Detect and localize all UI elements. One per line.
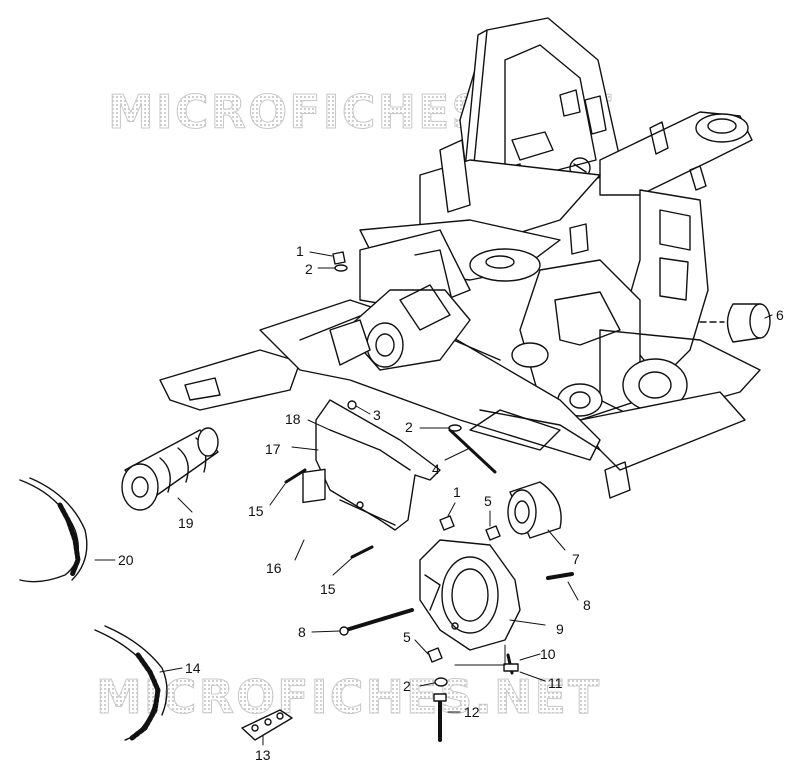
callout-12: 12 (464, 704, 480, 720)
callout-5: 5 (484, 493, 492, 509)
callout-2: 2 (405, 419, 413, 435)
callout-2: 2 (403, 678, 411, 694)
callout-20: 20 (118, 552, 134, 568)
callout-7: 7 (572, 551, 580, 567)
callout-19: 19 (178, 515, 194, 531)
callout-18: 18 (285, 411, 301, 427)
drive-housing-on-frame (329, 284, 471, 371)
callout-10: 10 (540, 646, 556, 662)
callout-11: 11 (548, 675, 563, 691)
callout-15: 15 (320, 581, 336, 597)
callout-15: 15 (248, 503, 264, 519)
part-20-chain (19, 477, 88, 583)
fasteners (284, 251, 574, 742)
callout-2: 2 (305, 261, 313, 277)
callout-6: 6 (776, 307, 784, 323)
part-6-sleeve (699, 303, 771, 343)
callout-labels: 1 2 18 3 2 17 4 6 1 5 15 19 7 20 16 15 8… (118, 243, 784, 763)
callout-5: 5 (403, 629, 411, 645)
callout-1: 1 (453, 484, 461, 500)
part-16-pad (302, 468, 326, 504)
callout-17: 17 (265, 441, 281, 457)
part-18-cover-plate (315, 399, 441, 531)
callout-8: 8 (583, 597, 591, 613)
callout-16: 16 (266, 560, 282, 576)
part-14-chain (94, 625, 168, 741)
part-13-bracket (241, 709, 293, 741)
callout-9: 9 (556, 621, 564, 637)
callout-14: 14 (185, 660, 201, 676)
upper-frame-rails (359, 111, 753, 282)
part-9-housing (419, 539, 521, 651)
part-19-drum (121, 427, 219, 511)
right-frame-section (519, 189, 761, 499)
leader-lines (94, 251, 773, 746)
callout-13: 13 (255, 747, 271, 763)
part-7-bearing (507, 481, 562, 539)
callout-4: 4 (432, 461, 440, 477)
callout-8: 8 (298, 624, 306, 640)
callout-3: 3 (373, 407, 381, 423)
watermark-bottom: MICROFICHES.NET (96, 670, 601, 724)
callout-1: 1 (296, 243, 304, 259)
